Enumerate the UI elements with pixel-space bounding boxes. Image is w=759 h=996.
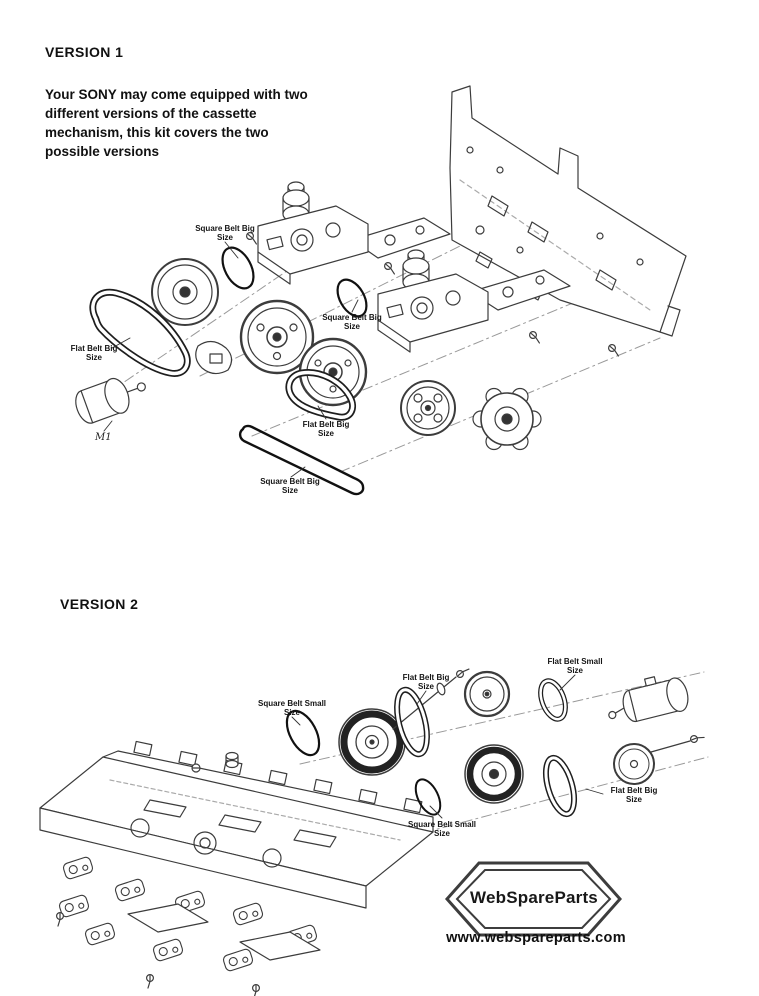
label-square-belt-big-3: Square Belt Big Size — [260, 477, 320, 496]
rear-chassis-panel — [449, 85, 687, 337]
version2-title: VERSION 2 — [60, 596, 139, 612]
motor-m1 — [75, 377, 146, 424]
flat-pulley-1 — [463, 670, 511, 718]
version2-diagram — [39, 664, 709, 996]
label-square-belt-big-1: Square Belt Big Size — [195, 224, 255, 243]
label-flat-belt-big-4: Flat Belt Big Size — [610, 786, 658, 805]
flat-belt-small-1 — [538, 678, 568, 722]
flywheel-2 — [298, 337, 368, 407]
version1-diagram — [75, 85, 687, 496]
version1-title: VERSION 1 — [45, 44, 124, 60]
chassis-v2 — [39, 740, 434, 909]
flat-belt-big-1 — [89, 288, 191, 377]
label-flat-belt-small-1: Flat Belt Small Size — [547, 657, 603, 676]
flat-belt-big-4 — [542, 754, 578, 818]
latch-parts — [55, 855, 321, 996]
head-assembly-1 — [257, 181, 369, 285]
capstan-pulley-2 — [464, 744, 524, 804]
deck-bracket-2 — [469, 269, 571, 311]
leader-lines-v2 — [291, 674, 604, 819]
flat-belt-big-3 — [394, 686, 430, 758]
motor-v2 — [608, 676, 689, 723]
flat-belt-big-2 — [285, 369, 356, 421]
head-assembly-2 — [377, 249, 489, 353]
idler-pulley — [400, 380, 456, 436]
capstan-pulley-1 — [338, 708, 406, 776]
label-motor-m1: M1 — [95, 432, 112, 443]
square-belt-small-2 — [414, 778, 442, 816]
flat-pulley-2 — [613, 743, 655, 785]
square-belt-big-2 — [336, 278, 368, 318]
belt-bracket — [195, 340, 233, 375]
website-url: www.webspareparts.com — [446, 930, 626, 946]
label-square-belt-small-2: Square Belt Small Size — [407, 820, 477, 839]
screw-icon — [689, 731, 706, 744]
label-flat-belt-big-3: Flat Belt Big Size — [402, 673, 450, 692]
flywheel-1 — [239, 299, 315, 375]
screw-icon — [454, 664, 471, 680]
square-belt-big-3 — [238, 424, 365, 496]
label-flat-belt-big-2: Flat Belt Big Size — [302, 420, 350, 439]
leader-lines-v1 — [103, 241, 359, 478]
deck-bracket-1 — [351, 217, 451, 259]
version1-description: Your SONY may come equipped with two dif… — [45, 87, 308, 159]
logo-text: WebSpareParts — [470, 888, 598, 907]
label-square-belt-small-1: Square Belt Small Size — [257, 699, 327, 718]
square-belt-small-1 — [285, 709, 321, 757]
left-pulley — [151, 258, 219, 326]
screw-icon — [382, 260, 399, 276]
screw-icon — [527, 329, 544, 345]
square-belt-big-1 — [221, 246, 255, 290]
webspareparts-logo-hexagon — [444, 861, 623, 937]
label-flat-belt-big-1: Flat Belt Big Size — [70, 344, 118, 363]
label-square-belt-big-2: Square Belt Big Size — [322, 313, 382, 332]
scalloped-gear — [472, 387, 542, 451]
